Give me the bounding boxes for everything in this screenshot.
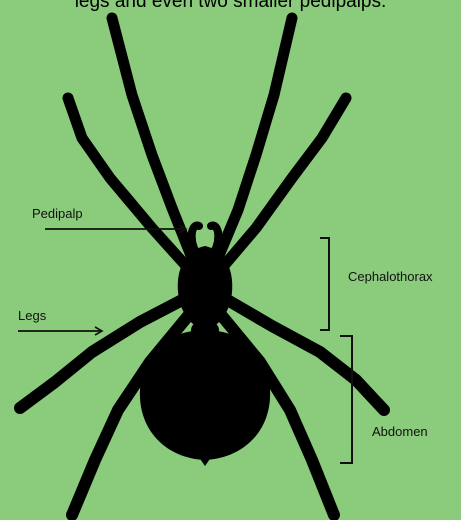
abdomen-body (140, 330, 270, 460)
leg-right-2 (222, 98, 346, 268)
abdomen-bracket (340, 336, 352, 463)
label-legs: Legs (18, 308, 47, 323)
leg-left-2 (68, 98, 188, 268)
label-cephalothorax: Cephalothorax (348, 269, 433, 284)
label-abdomen: Abdomen (372, 424, 428, 439)
cephalothorax-bracket (320, 238, 329, 330)
label-pedipalp: Pedipalp (32, 206, 83, 221)
spinneret (198, 456, 212, 466)
